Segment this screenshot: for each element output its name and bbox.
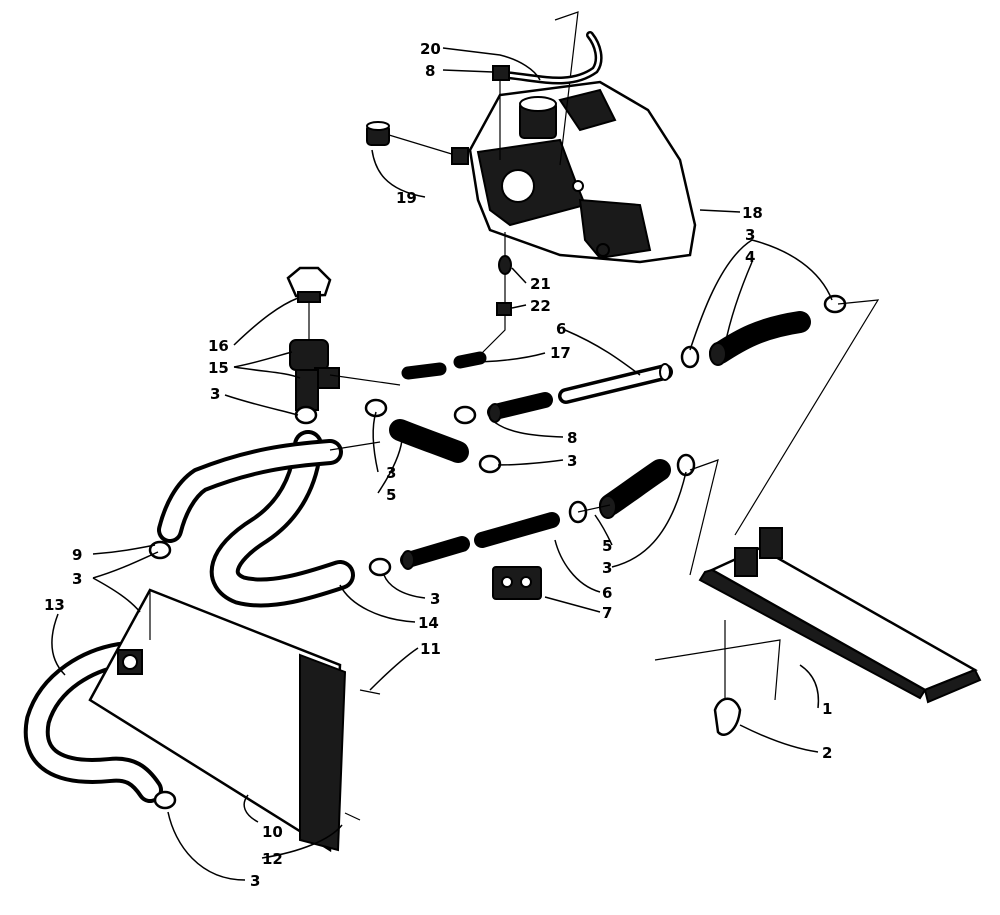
callout-3-bottom: 3	[250, 872, 260, 890]
callout-16: 16	[208, 337, 229, 355]
callout-10: 10	[262, 823, 283, 841]
callout-14: 14	[418, 614, 439, 632]
callout-15: 15	[208, 359, 229, 377]
lower-straight-tube	[400, 512, 560, 570]
callout-3-middle: 3	[567, 452, 577, 470]
callout-18: 18	[742, 204, 763, 222]
callout-6-lower: 6	[602, 584, 612, 602]
radiator-cap	[286, 266, 332, 340]
callout-3-far-left: 3	[72, 570, 82, 588]
callout-labels: 20 8 19 18 21 22 3 4 16 15 6 17 3 8 3 5 …	[44, 40, 832, 890]
callout-5-upper: 5	[386, 486, 396, 504]
fitting-elbow	[492, 65, 510, 81]
callout-13: 13	[44, 596, 65, 614]
callout-3-lower-center: 3	[430, 590, 440, 608]
callout-22: 22	[530, 297, 551, 315]
callout-11: 11	[420, 640, 441, 658]
callout-12: 12	[262, 850, 283, 868]
wires	[344, 689, 381, 821]
upper-short-hose-tube	[487, 392, 553, 423]
callout-9: 9	[72, 546, 82, 564]
leader-lines	[51, 47, 833, 881]
tank-outlet-fittings	[479, 232, 512, 356]
filler-neck	[289, 339, 401, 411]
callout-4: 4	[745, 248, 755, 266]
callout-3-top-right: 3	[745, 226, 755, 244]
lower-left-hose	[23, 642, 163, 803]
curved-hose-upper	[709, 311, 811, 366]
heat-exchanger	[654, 527, 982, 704]
callout-7: 7	[602, 604, 612, 622]
bent-hose-large	[209, 430, 355, 608]
tank-cap	[366, 121, 469, 165]
callout-3-lower-right: 3	[602, 559, 612, 577]
callout-20: 20	[420, 40, 441, 58]
vent-hose	[501, 31, 603, 85]
routing-lines	[329, 299, 880, 576]
callout-6-upper: 6	[556, 320, 566, 338]
fastener	[713, 620, 742, 736]
callout-3-mid-left: 3	[386, 464, 396, 482]
bypass-hose-short	[401, 351, 487, 380]
callout-1: 1	[822, 700, 832, 718]
curved-hose-lower	[599, 459, 671, 519]
upper-left-hose	[157, 439, 343, 543]
callout-8-upper: 8	[425, 62, 435, 80]
upper-straight-tube	[558, 363, 673, 404]
callout-17: 17	[550, 344, 571, 362]
callout-5-lower: 5	[602, 537, 612, 555]
callout-8-middle: 8	[567, 429, 577, 447]
curved-hose-middle	[389, 419, 469, 463]
radiator	[88, 588, 347, 853]
mounting-bracket	[492, 566, 542, 600]
callout-19: 19	[396, 189, 417, 207]
callout-21: 21	[530, 275, 551, 293]
callout-2: 2	[822, 744, 832, 762]
callout-3-left: 3	[210, 385, 220, 403]
coolant-tank	[468, 11, 697, 264]
